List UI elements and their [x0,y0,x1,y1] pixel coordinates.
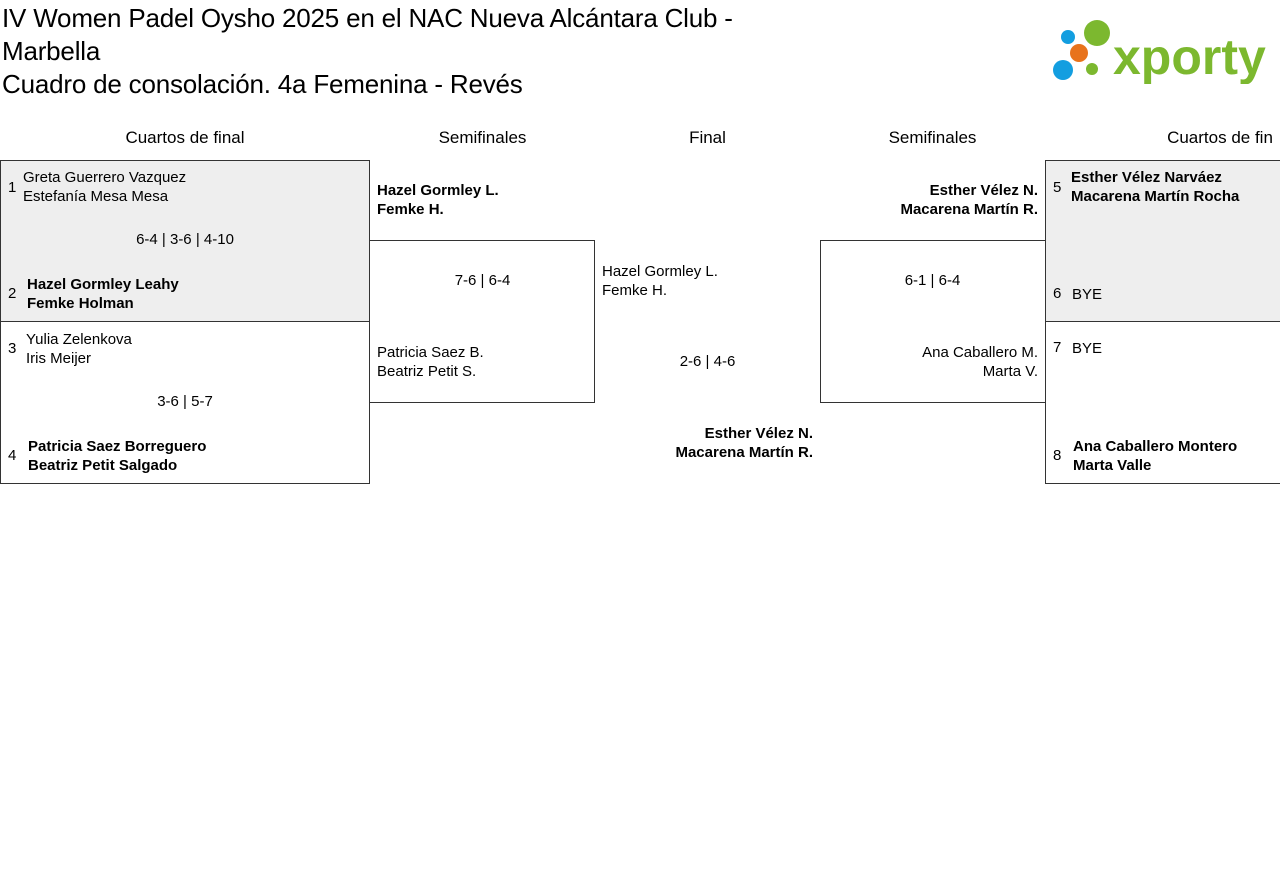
team-pair-bye[interactable]: BYE [1072,339,1102,358]
title-line-1: IV Women Padel Oysho 2025 en el NAC Nuev… [2,3,733,33]
player-name: Patricia Saez Borreguero [28,438,207,455]
left-sf-match[interactable] [369,240,595,403]
player-name: Marta Valle [1073,457,1152,474]
player-name: Yulia Zelenkova [26,331,132,348]
player-name: Patricia Saez B. [377,344,484,361]
player-name: Esther Vélez N. [704,425,813,442]
player-name: Hazel Gormley Leahy [27,276,179,293]
final-top-team[interactable]: Hazel Gormley L. Femke H. [602,262,718,300]
right-qf-match-2[interactable] [1045,321,1280,484]
player-name: Ana Caballero Montero [1073,438,1238,455]
left-qf-match-1[interactable] [0,160,370,322]
team-pair[interactable]: Yulia Zelenkova Iris Meijer [26,330,132,368]
team-pair[interactable]: Greta Guerrero Vazquez Estefanía Mesa Me… [23,168,186,206]
xporty-logo-icon: xporty [1053,20,1266,85]
player-name: Hazel Gormley L. [377,182,499,199]
seed-number: 2 [8,285,17,302]
team-pair-winner[interactable]: Esther Vélez Narváez Macarena Martín Roc… [1071,168,1239,206]
xporty-logo[interactable]: xporty [1050,18,1280,85]
player-name: Beatriz Petit S. [377,363,477,380]
player-name: Macarena Martín R. [900,201,1038,218]
player-name: Beatriz Petit Salgado [28,457,178,474]
player-name: Femke H. [602,282,668,299]
player-name: Greta Guerrero Vazquez [23,169,187,186]
right-sf-top-team[interactable]: Esther Vélez N. Macarena Martín R. [820,181,1038,219]
player-name: Marta V. [982,363,1038,380]
seed-number: 4 [8,447,17,464]
team-pair-winner[interactable]: Ana Caballero Montero Marta Valle [1073,437,1237,475]
team-pair-winner[interactable]: Hazel Gormley Leahy Femke Holman [27,275,179,313]
player-name: Hazel Gormley L. [602,263,718,280]
final-champion-team[interactable]: Esther Vélez N. Macarena Martín R. [595,424,813,462]
player-name: Femke Holman [27,295,134,312]
seed-number: 8 [1053,447,1062,464]
player-name: Femke H. [377,201,444,218]
seed-number: 5 [1053,179,1062,196]
player-name: Macarena Martín R. [675,444,813,461]
team-pair-winner[interactable]: Patricia Saez Borreguero Beatriz Petit S… [28,437,206,475]
title-line-3: Cuadro de consolación. 4a Femenina - Rev… [2,69,523,99]
final-score: 2-6 | 4-6 [679,353,736,370]
column-header-left-semifinals: Semifinales [438,128,527,147]
right-sf-bottom-team[interactable]: Ana Caballero M. Marta V. [820,343,1038,381]
seed-number: 3 [8,340,17,357]
column-header-right-quarterfinals: Cuartos de fin [1167,128,1273,147]
player-name: Estefanía Mesa Mesa [23,188,169,205]
logo-wordmark: xporty [1113,29,1266,84]
player-name: BYE [1072,286,1103,303]
player-name: Esther Vélez N. [929,182,1038,199]
match-score: 6-1 | 6-4 [904,272,961,289]
match-score: 7-6 | 6-4 [454,272,511,289]
column-header-right-semifinals: Semifinales [888,128,977,147]
column-header-left-quarterfinals: Cuartos de final [125,128,245,147]
left-sf-bottom-team[interactable]: Patricia Saez B. Beatriz Petit S. [377,343,484,381]
player-name: Ana Caballero M. [922,344,1038,361]
player-name: Esther Vélez Narváez [1071,169,1222,186]
column-header-final: Final [689,128,726,147]
player-name: Iris Meijer [26,350,92,367]
match-score: 6-4 | 3-6 | 4-10 [136,231,234,248]
seed-number: 7 [1053,339,1062,356]
player-name: Macarena Martín Rocha [1071,188,1240,205]
seed-number: 1 [8,179,17,196]
seed-number: 6 [1053,285,1062,302]
left-sf-top-team[interactable]: Hazel Gormley L. Femke H. [377,181,499,219]
title-line-2: Marbella [2,36,101,66]
player-name: BYE [1072,340,1103,357]
team-pair-bye[interactable]: BYE [1072,285,1102,304]
match-score: 3-6 | 5-7 [157,393,213,410]
right-qf-match-1[interactable] [1045,160,1280,322]
page-title: IV Women Padel Oysho 2025 en el NAC Nuev… [2,2,852,101]
